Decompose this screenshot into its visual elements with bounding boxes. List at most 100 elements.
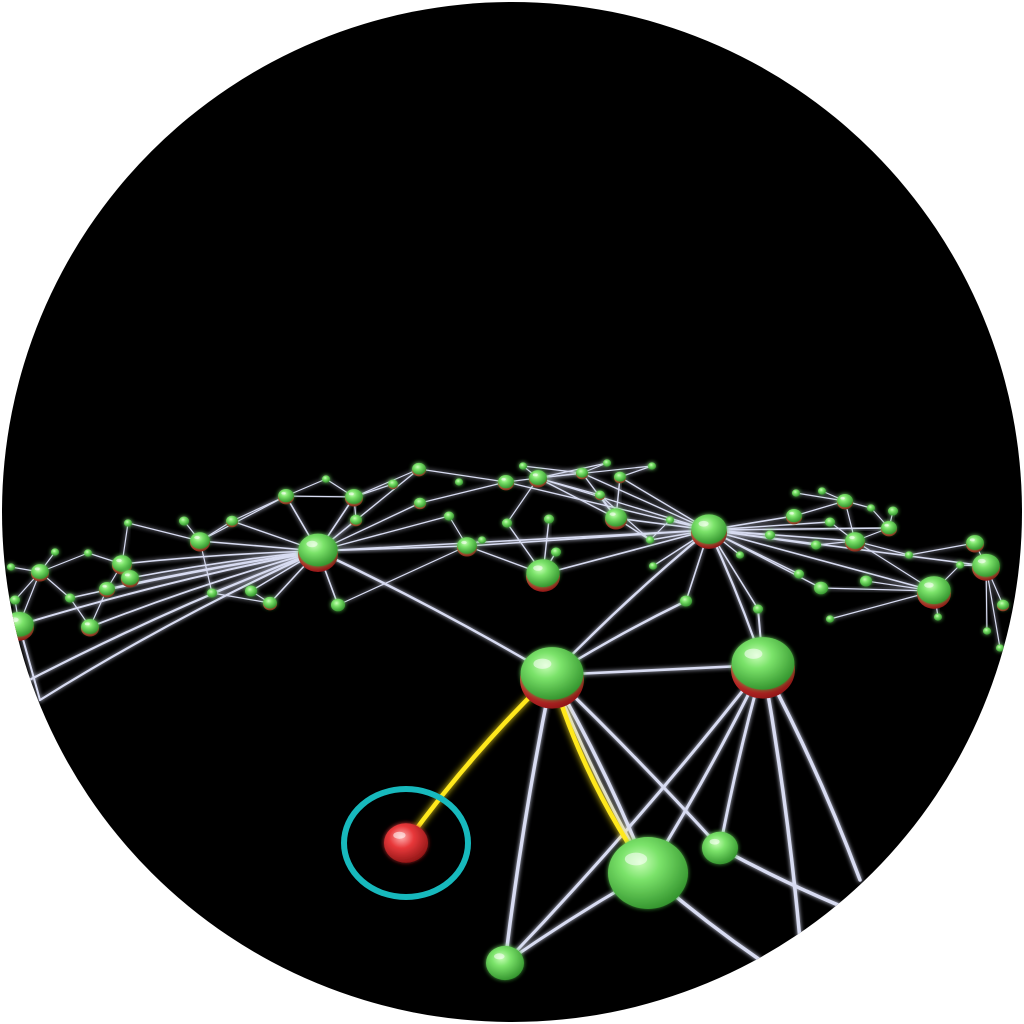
node-left-d[interactable] <box>31 564 49 582</box>
node-body <box>345 489 363 504</box>
node-far-30[interactable] <box>826 615 834 623</box>
node-far-24[interactable] <box>736 551 744 559</box>
node-hub-right[interactable] <box>731 637 795 699</box>
edge-82 <box>419 481 507 504</box>
node-hub-left[interactable] <box>520 647 584 709</box>
node-far-23[interactable] <box>765 530 775 540</box>
node-far-3[interactable] <box>595 490 605 501</box>
node-left-b[interactable] <box>81 619 99 637</box>
node-mid-x[interactable] <box>444 511 454 521</box>
node-body <box>814 581 828 595</box>
node-far-15[interactable] <box>65 593 75 603</box>
node-left-f[interactable] <box>121 570 139 588</box>
node-far-2[interactable] <box>614 471 626 484</box>
node-far-right-c[interactable] <box>966 535 984 553</box>
node-small-right[interactable] <box>702 831 738 865</box>
node-body <box>124 519 132 527</box>
node-mid-n[interactable] <box>814 581 828 595</box>
node-mid-t[interactable] <box>245 585 257 597</box>
node-highlight <box>977 558 986 564</box>
node-far-33[interactable] <box>996 644 1004 652</box>
node-hub-far-left[interactable] <box>298 533 338 572</box>
node-far-7[interactable] <box>388 479 398 490</box>
node-body <box>966 535 984 550</box>
node-far-21[interactable] <box>825 517 835 527</box>
node-far-37[interactable] <box>666 516 674 524</box>
node-far-28[interactable] <box>551 547 561 557</box>
node-mid-h[interactable] <box>498 475 514 491</box>
node-far-4[interactable] <box>648 462 656 470</box>
node-mid-k[interactable] <box>881 521 897 537</box>
node-far-31[interactable] <box>934 613 942 621</box>
node-mid-r[interactable] <box>331 598 345 612</box>
node-mid-e[interactable] <box>345 489 363 507</box>
node-highlight <box>493 953 505 960</box>
node-far-12[interactable] <box>84 549 92 557</box>
node-mid-o[interactable] <box>860 575 872 587</box>
node-far-17[interactable] <box>997 599 1009 612</box>
node-far-5[interactable] <box>519 462 527 470</box>
node-mid-i[interactable] <box>529 470 547 488</box>
node-bottom-right-big[interactable] <box>608 837 688 909</box>
node-body <box>765 530 775 540</box>
node-far-right-b[interactable] <box>972 553 1000 581</box>
node-far-right-a[interactable] <box>917 576 951 609</box>
node-mid-p[interactable] <box>680 595 692 607</box>
node-far-26[interactable] <box>646 536 654 544</box>
node-mid-w[interactable] <box>414 497 426 510</box>
node-far-13[interactable] <box>51 548 59 556</box>
node-red-node[interactable] <box>384 823 428 863</box>
node-far-34[interactable] <box>792 489 800 497</box>
node-highlight <box>624 852 648 866</box>
node-mid-y[interactable] <box>502 518 512 528</box>
node-mid-g[interactable] <box>412 462 426 477</box>
node-far-22[interactable] <box>811 540 821 550</box>
node-far-16[interactable] <box>10 595 20 605</box>
node-body <box>666 516 674 524</box>
node-left-c[interactable] <box>112 555 132 575</box>
node-mid-f[interactable] <box>278 489 294 505</box>
node-far-32[interactable] <box>983 627 991 635</box>
node-far-36[interactable] <box>867 504 875 512</box>
node-far-11[interactable] <box>124 519 132 527</box>
node-body <box>81 619 99 634</box>
node-mid-s[interactable] <box>263 596 277 611</box>
node-mid-q[interactable] <box>753 604 763 614</box>
node-far-18[interactable] <box>956 561 964 569</box>
node-mid-m[interactable] <box>786 509 802 525</box>
node-far-9[interactable] <box>226 515 238 528</box>
node-far-29[interactable] <box>478 536 486 544</box>
node-far-1[interactable] <box>576 467 588 480</box>
node-mid-d[interactable] <box>605 508 627 530</box>
node-body <box>818 487 826 495</box>
node-far-27[interactable] <box>649 562 657 570</box>
node-far-14[interactable] <box>7 563 15 571</box>
edge-13 <box>761 663 802 942</box>
node-far-6[interactable] <box>603 459 611 467</box>
node-mid-v[interactable] <box>350 514 362 527</box>
node-mid-b[interactable] <box>457 537 477 557</box>
node-mid-a[interactable] <box>526 559 560 592</box>
edge-61 <box>38 549 320 702</box>
node-body <box>529 470 547 485</box>
node-far-20[interactable] <box>888 506 898 516</box>
node-far-10[interactable] <box>179 516 189 526</box>
node-far-8[interactable] <box>322 475 330 483</box>
node-highlight <box>840 496 845 500</box>
edge-1 <box>503 673 554 965</box>
node-hub-far-center[interactable] <box>691 514 727 549</box>
node-left-e[interactable] <box>99 582 115 598</box>
node-far-38[interactable] <box>455 478 463 486</box>
node-body <box>792 489 800 497</box>
node-mid-u[interactable] <box>207 588 217 598</box>
node-far-19[interactable] <box>905 551 913 559</box>
node-mid-c[interactable] <box>190 532 210 552</box>
node-far-25[interactable] <box>794 569 804 579</box>
node-mid-j[interactable] <box>845 532 865 552</box>
node-far-35[interactable] <box>818 487 826 495</box>
node-bottom[interactable] <box>486 945 524 981</box>
node-mid-l[interactable] <box>837 494 853 510</box>
node-mid-z[interactable] <box>544 514 554 524</box>
